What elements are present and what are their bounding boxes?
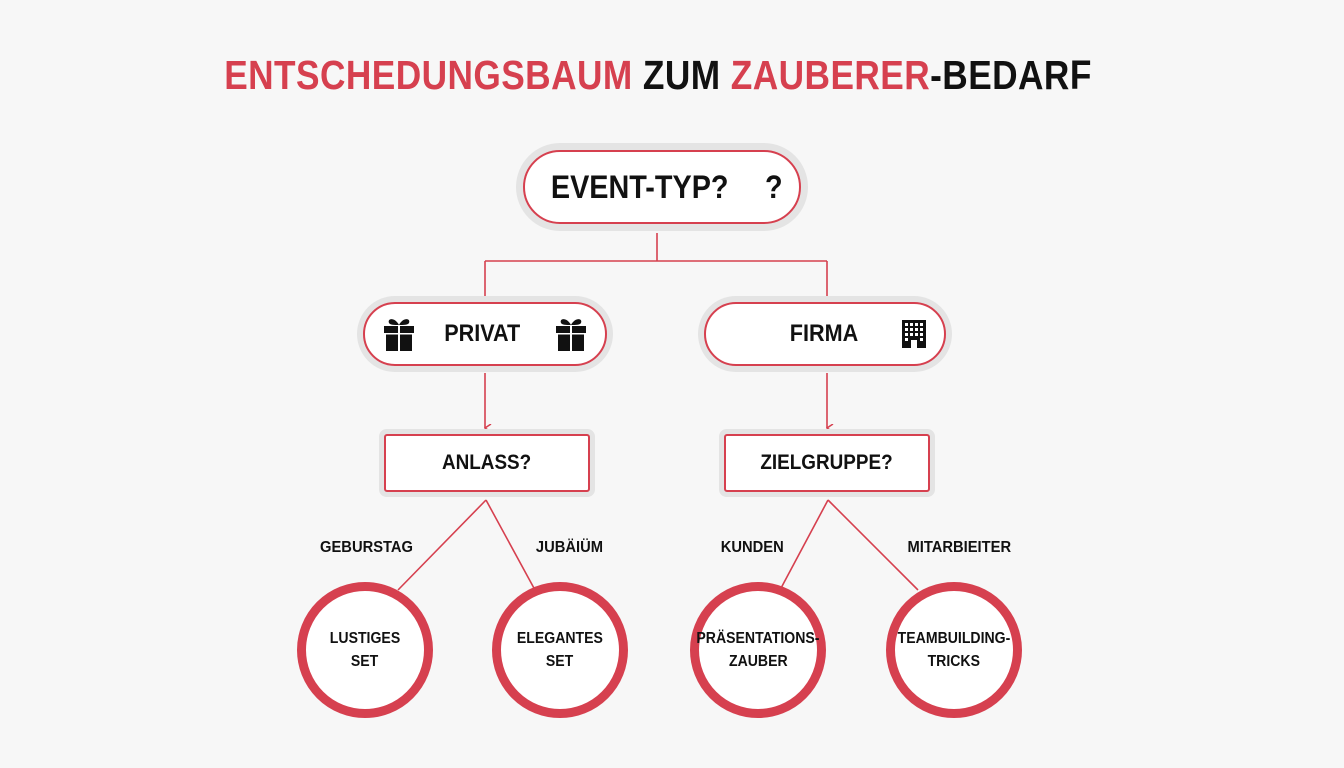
connector-anlass-jubaium (485, 499, 536, 591)
branch-node-privat: PRIVAT (363, 302, 607, 366)
connector-zielgruppe-mitarbeiter (827, 499, 919, 591)
gift-icon (382, 316, 416, 352)
result-line: TRICKS (927, 653, 981, 670)
question-box-zielgruppe: ZIELGRUPPE? (724, 434, 930, 492)
branch-label-privat: PRIVAT (443, 320, 520, 347)
title-part: ENTSCHEDUNGSBAUM (224, 52, 633, 98)
branch-label-firma: FIRMA (789, 320, 859, 347)
question-label-anlass: ANLASS? (442, 451, 532, 474)
result-line: ZAUBER (728, 653, 788, 670)
result-line: PRÄSENTATIONS- (696, 630, 820, 647)
root-node-label: EVENT-TYP? (550, 168, 729, 205)
question-mark-icon: ? (764, 168, 783, 205)
title-part: ZUM (632, 52, 731, 98)
gift-icon (554, 316, 588, 352)
title-part: ZAUBERER (730, 52, 931, 98)
edge-label-geburstag: GEBURSTAG (320, 539, 414, 556)
result-circle-lustiges-set: LUSTIGES SET (297, 582, 433, 718)
result-circle-praesentations-zauber: PRÄSENTATIONS- ZAUBER (690, 582, 826, 718)
result-line: SET (351, 653, 379, 670)
diagram-title: ENTSCHEDUNGSBAUM ZUM ZAUBERER-BEDARF (92, 52, 1224, 99)
connector-zielgruppe-kunden (779, 499, 829, 591)
question-box-anlass: ANLASS? (384, 434, 590, 492)
result-line: SET (546, 653, 574, 670)
result-line: ELEGANTES (516, 630, 604, 647)
office-building-icon (900, 319, 928, 349)
branch-node-firma: FIRMA (704, 302, 946, 366)
result-line: TEAMBUILDING- (897, 630, 1011, 647)
root-node-event-type: EVENT-TYP? ? (523, 150, 801, 224)
result-line: LUSTIGES (329, 630, 401, 647)
edge-label-kunden: KUNDEN (720, 539, 784, 556)
edge-label-mitarbeiter: MITARBIEITER (907, 539, 1012, 556)
connector-anlass-geburstag (397, 499, 487, 591)
result-circle-teambuilding-tricks: TEAMBUILDING- TRICKS (886, 582, 1022, 718)
title-part: -BEDARF (930, 52, 1092, 98)
edge-label-jubaium: JUBÄIÜM (535, 539, 603, 556)
question-label-zielgruppe: ZIELGRUPPE? (760, 451, 894, 474)
result-circle-elegantes-set: ELEGANTES SET (492, 582, 628, 718)
